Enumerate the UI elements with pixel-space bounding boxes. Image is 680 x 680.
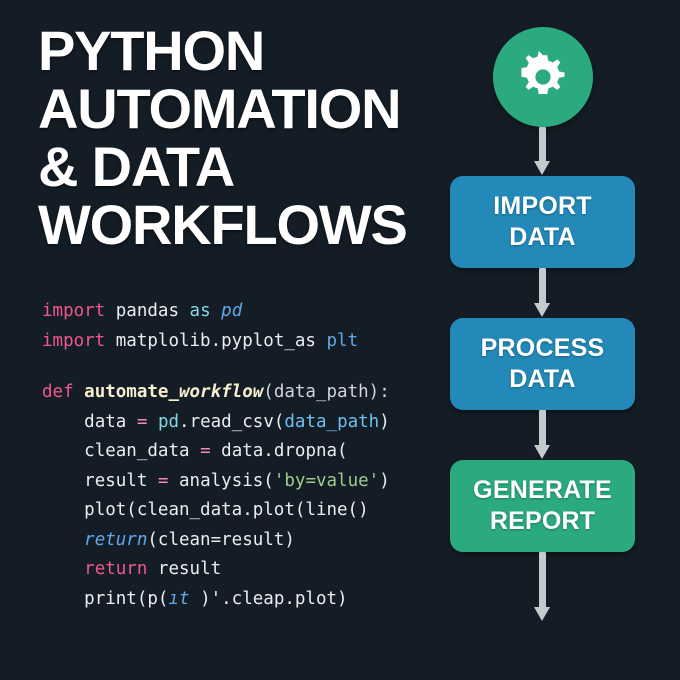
arrow-head	[534, 607, 550, 621]
code-token	[179, 301, 190, 321]
flow-node-process-line2: DATA	[509, 365, 576, 393]
code-token: import	[42, 330, 106, 351]
code-line: import matplolib.pyplot_as plt	[42, 327, 442, 357]
arrow-shaft	[539, 268, 546, 306]
flow-node-report-line2: REPORT	[489, 507, 596, 535]
code-token: .	[210, 330, 222, 351]
code-token: return	[84, 529, 148, 550]
code-token	[105, 301, 116, 321]
code-token	[126, 412, 137, 432]
code-line: return(clean=result)	[42, 526, 442, 556]
code-line: def automate_workflow(data_path):	[42, 378, 442, 408]
code-token: return	[84, 559, 148, 579]
code-token: .read_csv(	[179, 411, 285, 432]
title-line-1: PYTHON	[38, 19, 265, 82]
flow-node-process-line1: PROCESS	[480, 334, 605, 362]
code-token	[105, 331, 116, 351]
code-token: automate_	[84, 382, 179, 402]
code-token	[42, 589, 84, 609]
title-line-2: AUTOMATION	[38, 77, 402, 140]
connector-arrow-import-to-process	[534, 268, 550, 319]
code-token: as	[189, 301, 211, 321]
code-line	[42, 356, 442, 378]
code-token: ıt	[168, 588, 190, 609]
code-token: data_path	[284, 411, 380, 432]
code-token	[42, 500, 84, 520]
code-token: (	[263, 382, 274, 402]
start-node[interactable]	[493, 27, 593, 127]
code-token: clean_data	[84, 441, 190, 461]
page-title: PYTHON AUTOMATION & DATA WORKFLOWS	[38, 22, 458, 254]
code-token	[147, 412, 158, 432]
code-token: def	[42, 382, 74, 402]
gear-icon	[515, 49, 571, 105]
code-token	[74, 382, 85, 402]
flow-node-import-line1: IMPORT	[493, 192, 592, 220]
code-token: data	[84, 411, 127, 432]
arrow-head	[534, 445, 550, 459]
flow-node-report-line1: GENERATE	[473, 476, 612, 504]
code-token: ):	[368, 382, 390, 402]
flow-node-process-data[interactable]: PROCESS DATA	[450, 318, 635, 410]
code-line: plot(clean_data.plot(line()	[42, 496, 442, 526]
code-line: return result	[42, 555, 442, 585]
code-token	[316, 331, 327, 351]
code-token	[168, 471, 179, 491]
connector-arrow-report-to-end	[534, 552, 550, 624]
arrow-shaft	[539, 410, 546, 448]
code-token	[147, 471, 158, 491]
code-token: result	[157, 559, 222, 579]
code-token	[42, 559, 84, 579]
code-token	[211, 441, 222, 461]
connector-arrow-process-to-report	[534, 410, 550, 461]
flow-node-generate-report[interactable]: GENERATE REPORT	[450, 460, 635, 552]
flow-node-import-data[interactable]: IMPORT DATA	[450, 176, 635, 268]
code-token: plt	[326, 330, 359, 351]
code-token: =	[200, 441, 211, 461]
arrow-head	[534, 161, 550, 175]
code-token: )'.cleap.plot)	[189, 588, 348, 609]
code-token	[190, 441, 201, 461]
code-token: 'by=value'	[273, 470, 380, 491]
code-token: (clean=result)	[147, 529, 295, 550]
code-token: print(p(	[84, 588, 169, 609]
arrow-head	[534, 303, 550, 317]
flow-node-import-line2: DATA	[509, 223, 576, 251]
code-token: pd	[157, 411, 180, 432]
code-token: pyplot_as	[221, 330, 316, 351]
code-token: =	[136, 411, 148, 432]
code-line: import pandas as pd	[42, 297, 442, 327]
code-line: result = analysis('by=value')	[42, 467, 442, 497]
code-line: clean_data = data.dropna(	[42, 437, 442, 467]
title-line-4: WORKFLOWS	[38, 193, 408, 256]
code-token: analysis(	[179, 470, 274, 491]
code-token: =	[157, 470, 169, 491]
code-token: )	[379, 411, 390, 432]
connector-arrow-start-to-import	[534, 127, 550, 177]
workflow-diagram: IMPORT DATA PROCESS DATA GENERATE REPORT	[440, 0, 680, 680]
code-token: result	[84, 470, 148, 491]
code-token	[211, 301, 222, 321]
code-line: print(p(ıt )'.cleap.plot)	[42, 585, 442, 615]
arrow-shaft	[539, 127, 546, 165]
code-token: workflow	[178, 382, 264, 402]
arrow-shaft	[539, 552, 546, 610]
code-token: plot(clean_data.plot(line()	[84, 500, 369, 520]
code-token: pd	[221, 301, 243, 321]
code-token	[147, 559, 158, 579]
code-token: pandas	[115, 301, 179, 321]
title-line-3: & DATA	[38, 135, 235, 198]
code-line: data = pd.read_csv(data_path)	[42, 408, 442, 438]
code-token: )	[379, 470, 390, 491]
code-token: data_path	[273, 382, 369, 402]
code-token	[42, 412, 84, 432]
code-token: data.dropna(	[221, 441, 348, 461]
code-token	[42, 530, 84, 550]
code-token	[42, 441, 84, 461]
code-token: matplolib	[115, 330, 211, 351]
code-token	[42, 471, 84, 491]
code-token: import	[42, 301, 106, 321]
